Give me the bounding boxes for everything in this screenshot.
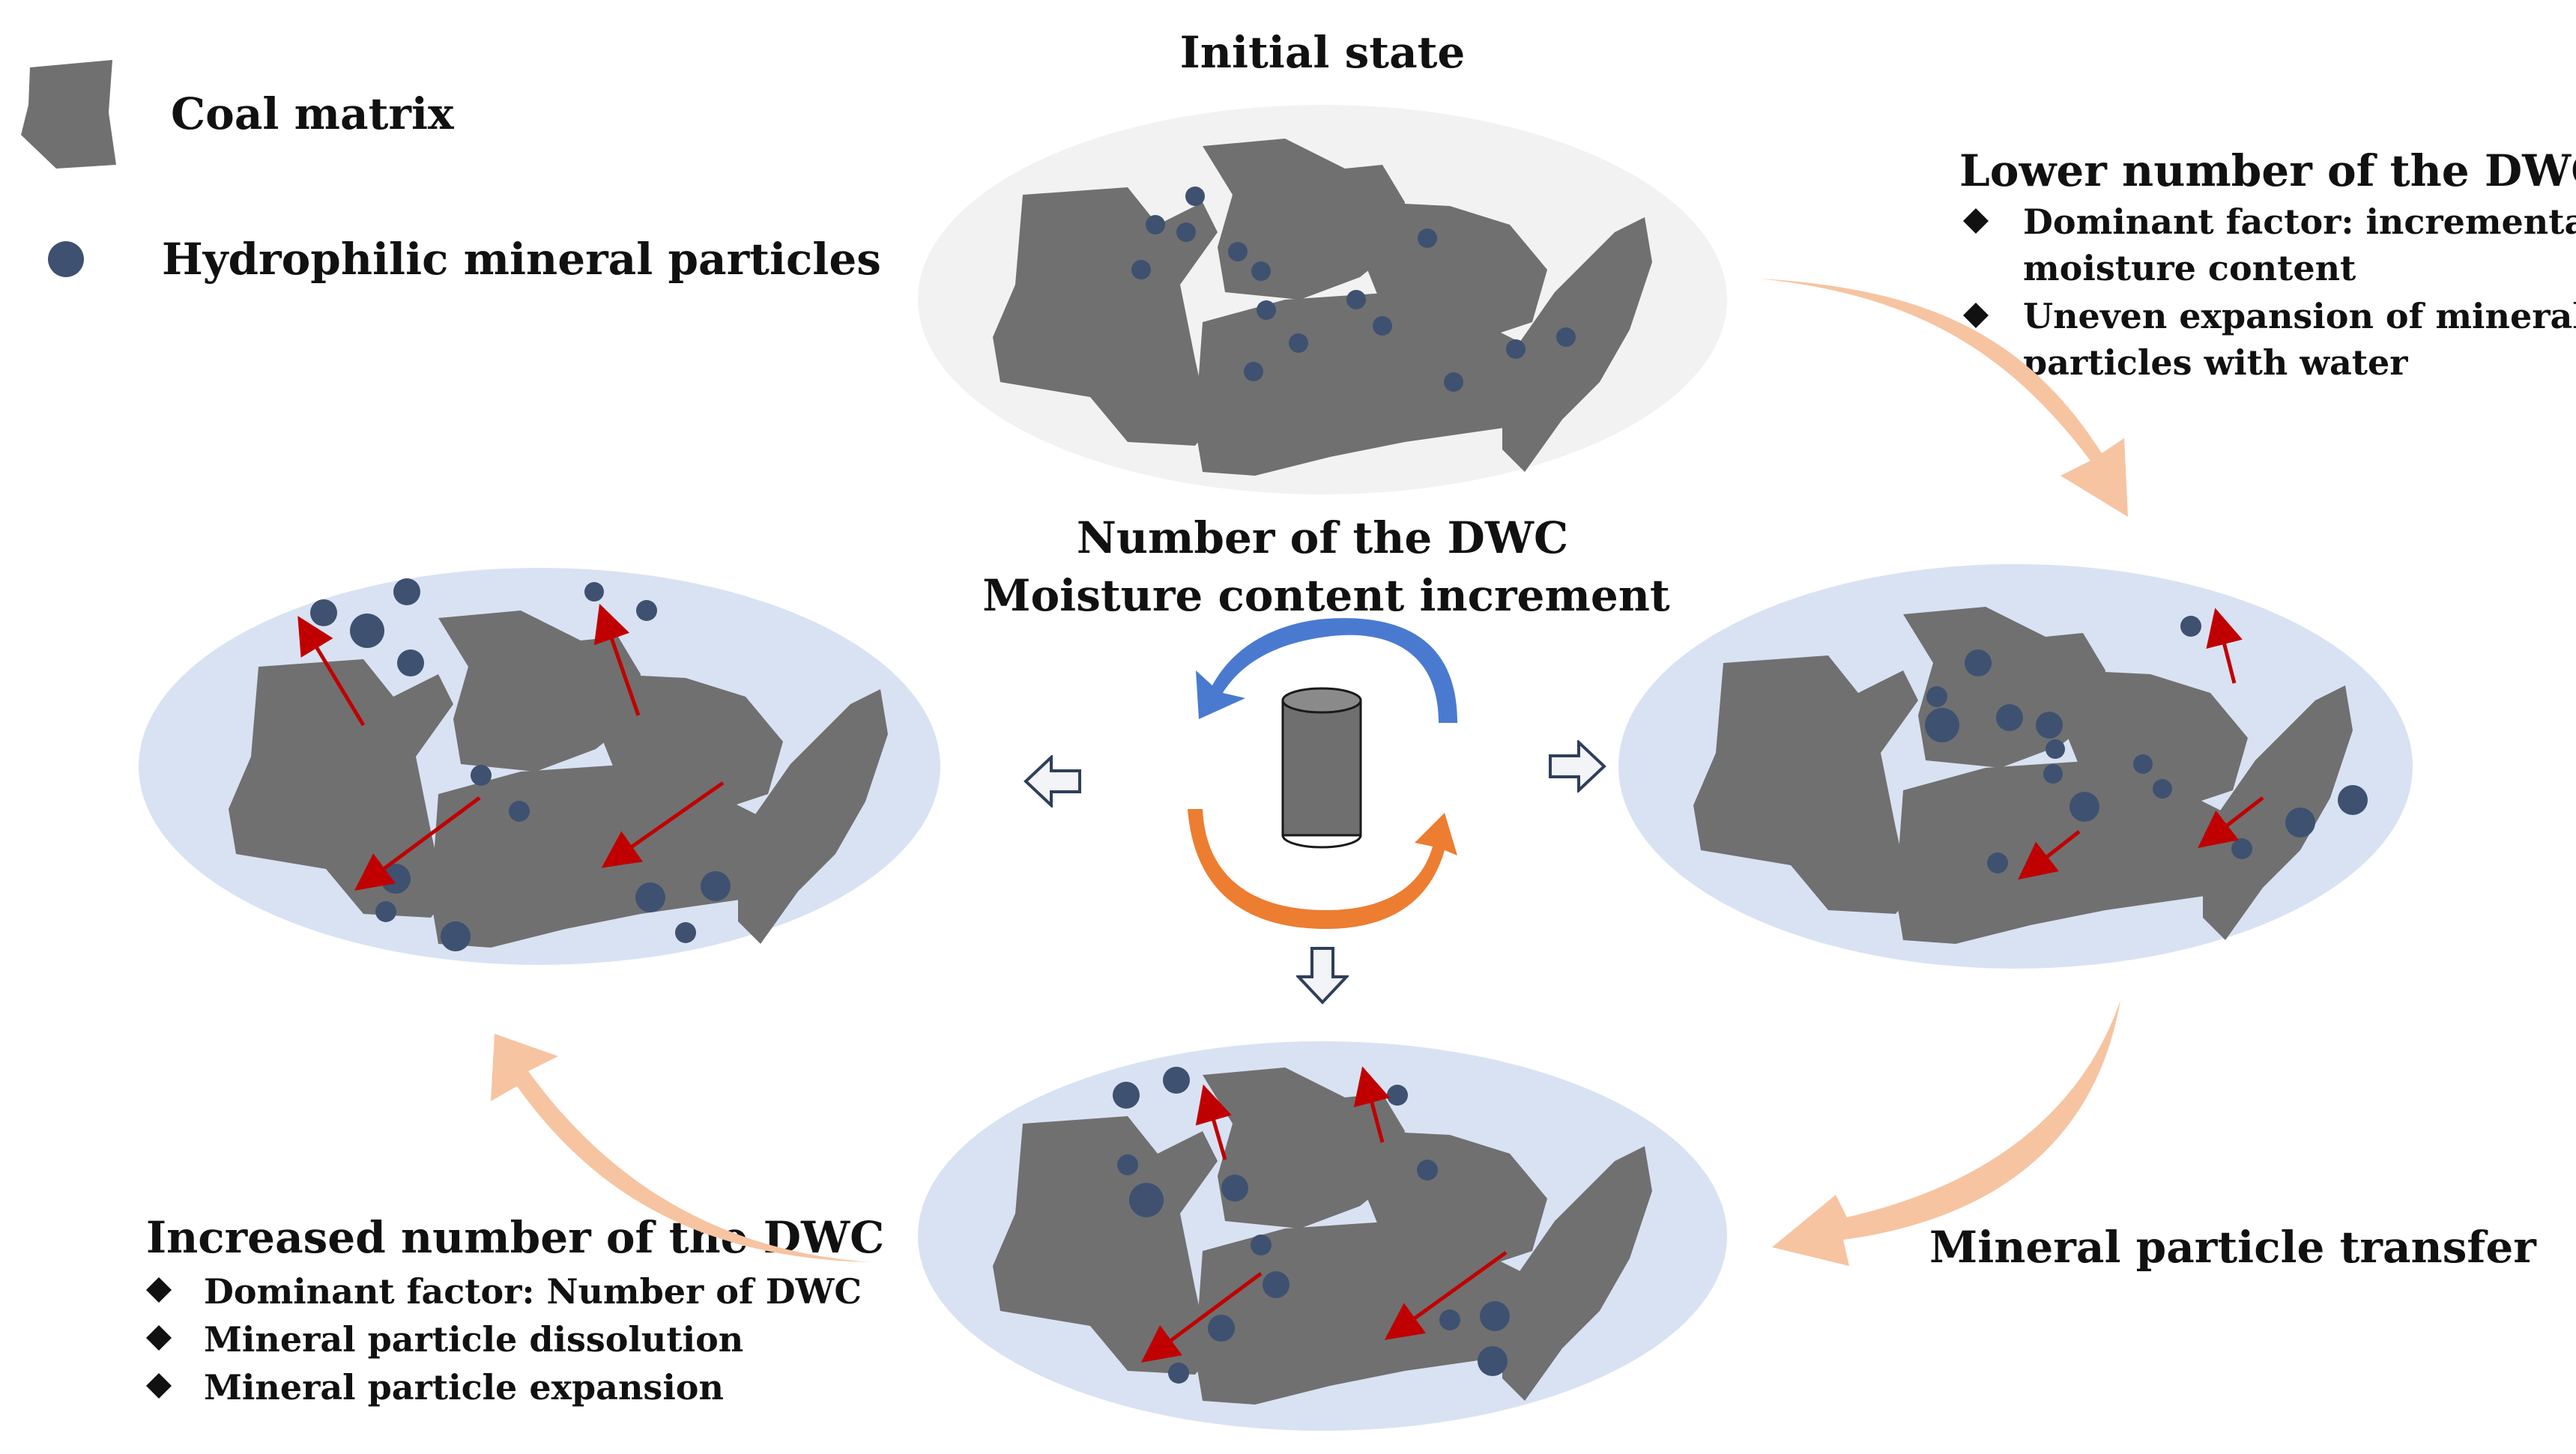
increased-dwc-text: Increased number of the DWC Dominant fac… — [146, 1212, 884, 1408]
bullet-diamond-icon — [1963, 303, 1989, 328]
lower-bullet-2-cont: particles with water — [2023, 342, 2408, 383]
increased-bullet-1: Dominant factor: Number of DWC — [204, 1271, 862, 1312]
increased-dwc-title: Increased number of the DWC — [146, 1212, 884, 1263]
lower-bullet-1: Dominant factor: incremental — [2023, 202, 2576, 242]
bullet-diamond-icon — [1963, 208, 1989, 234]
lower-dwc-text: Lower number of the DWC Dominant factor:… — [1959, 145, 2576, 383]
mineral-particles — [1131, 187, 1576, 392]
right-direction-arrow-icon — [1549, 741, 1606, 792]
coal-matrix-icon — [21, 60, 116, 169]
force-arrows — [1140, 1066, 1508, 1363]
lower-bullet-1-cont: moisture content — [2023, 248, 2356, 288]
increased-bullet-3: Mineral particle expansion — [204, 1367, 724, 1408]
transfer-panel: Mineral particle transfer — [918, 1041, 2537, 1431]
left-direction-arrow-icon — [1024, 756, 1081, 807]
flow-arrow-lower-to-transfer — [1772, 1000, 2120, 1266]
down-direction-arrow-icon — [1297, 947, 1348, 1004]
cycle-arrow-orange — [1188, 809, 1457, 929]
center-label-line2: Moisture content increment — [982, 570, 1670, 621]
lower-dwc-panel — [1618, 564, 2413, 969]
initial-state-title: Initial state — [1180, 27, 1466, 78]
lower-dwc-title: Lower number of the DWC — [1959, 145, 2576, 196]
legend-particle-label: Hydrophilic mineral particles — [162, 234, 881, 285]
transfer-label: Mineral particle transfer — [1929, 1222, 2537, 1273]
bullet-diamond-icon — [146, 1373, 172, 1399]
force-arrows — [297, 603, 725, 891]
increased-dwc-panel — [139, 568, 940, 965]
mineral-particles — [1113, 1067, 1510, 1384]
bullet-diamond-icon — [146, 1277, 172, 1303]
legend: Coal matrix Hydrophilic mineral particle… — [21, 60, 881, 285]
flow-arrow-initial-to-lower — [1761, 279, 2128, 517]
flow-arrows — [491, 279, 2128, 1266]
increased-bullet-2: Mineral particle dissolution — [204, 1319, 743, 1360]
force-arrows — [2018, 608, 2264, 880]
flow-arrow-transfer-to-increased — [491, 1034, 873, 1262]
legend-coal-label: Coal matrix — [171, 88, 454, 139]
cycle-arrow-blue — [1196, 618, 1457, 723]
mineral-particle-icon — [48, 241, 84, 277]
mineral-particles — [1925, 616, 2368, 873]
center-label-line1: Number of the DWC — [1077, 512, 1568, 563]
center-cycle: Number of the DWC Moisture content incre… — [982, 512, 1670, 1004]
initial-state-panel: Initial state — [918, 27, 1727, 494]
mineral-particles — [310, 578, 731, 951]
bullet-diamond-icon — [146, 1325, 172, 1351]
coal-sample-cylinder-icon — [1281, 687, 1362, 849]
lower-bullet-2: Uneven expansion of mineral — [2023, 296, 2576, 336]
